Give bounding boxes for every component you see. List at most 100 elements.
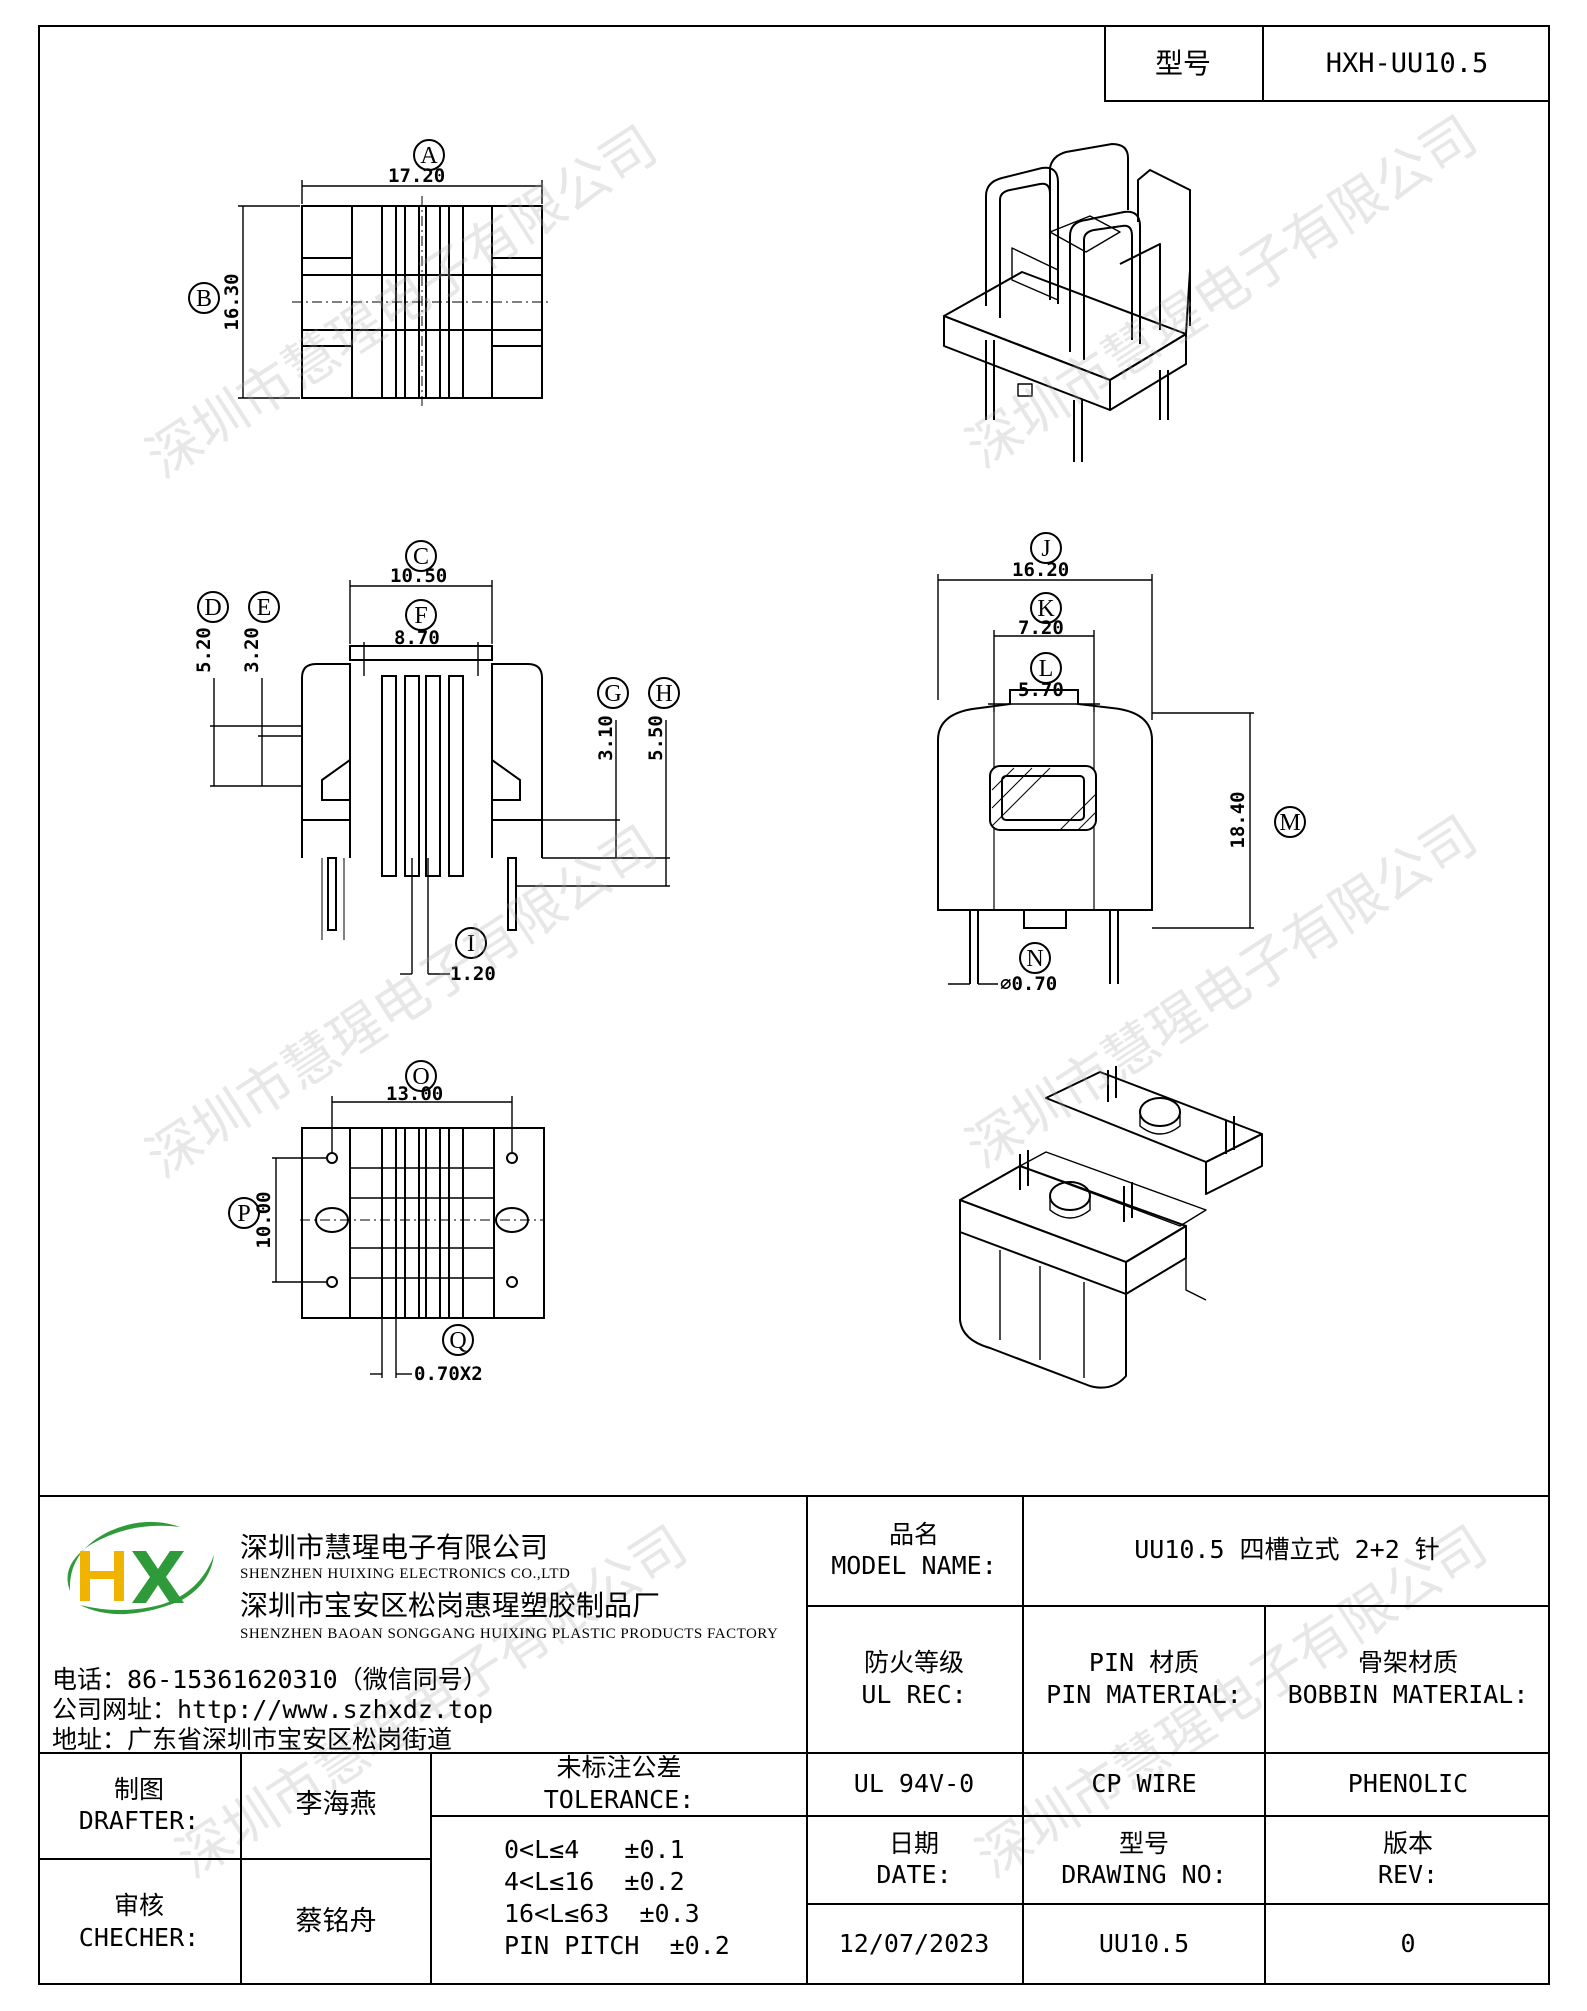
factory-name-en: SHENZHEN BAOAN SONGGANG HUIXING PLASTIC … <box>240 1626 779 1642</box>
company-phone: 电话：86-15361620310（微信同号） <box>52 1665 488 1694</box>
ul-rec-label-en: UL REC: <box>861 1679 967 1709</box>
bobbin-material-label-cn: 骨架材质 <box>1357 1648 1458 1678</box>
model-name-label-cn: 品名 <box>888 1519 939 1549</box>
dim-value-O: 13.00 <box>386 1083 443 1105</box>
dim-value-H: 5.50 <box>645 715 667 761</box>
pin-material-label: PIN 材质 PIN MATERIAL: <box>1024 1605 1264 1752</box>
dim-letter-E: E <box>257 595 272 621</box>
dim-value-J: 16.20 <box>1012 559 1069 581</box>
bottom-view <box>228 1060 545 1378</box>
rev-label-cn: 版本 <box>1382 1828 1433 1858</box>
company-website: 公司网址：http://www.szhxdz.top <box>52 1695 494 1724</box>
titleblock-row-line <box>38 1858 430 1860</box>
dim-value-A: 17.20 <box>388 165 445 187</box>
model-name-label: 品名 MODEL NAME: <box>806 1495 1022 1605</box>
dim-letter-N: N <box>1026 946 1043 972</box>
dim-letter-G: G <box>604 681 621 707</box>
checker-label-en: CHECHER: <box>78 1922 200 1952</box>
ul-rec-label-cn: 防火等级 <box>863 1648 964 1678</box>
model-name-value: UU10.5 四槽立式 2+2 针 <box>1134 1535 1440 1565</box>
ul-rec-value: UL 94V-0 <box>853 1768 975 1798</box>
dim-letter-O: O <box>412 1064 429 1090</box>
dim-letter-P: P <box>237 1201 250 1227</box>
front-view <box>197 540 680 975</box>
bobbin-material-label-en: BOBBIN MATERIAL: <box>1287 1679 1529 1709</box>
titleblock-col-line <box>240 1752 242 1985</box>
dim-letter-B: B <box>196 286 212 312</box>
dim-letter-H: H <box>655 681 672 707</box>
checker-value: 蔡铭舟 <box>295 1905 377 1937</box>
side-view <box>937 532 1306 985</box>
date-label-cn: 日期 <box>888 1828 939 1858</box>
dim-value-G: 3.10 <box>595 715 617 761</box>
dim-value-N: ⌀0.70 <box>1000 973 1057 995</box>
date-label-en: DATE: <box>876 1860 952 1889</box>
tolerance-line: 16<L≤63 ±0.3 <box>504 1899 700 1928</box>
dim-value-P: 10.00 <box>253 1191 275 1248</box>
drafter-label: 制图 DRAFTER: <box>38 1752 240 1858</box>
model-header-label: 型号 <box>1154 47 1211 80</box>
dim-letter-L: L <box>1039 656 1054 682</box>
tolerance-label: 未标注公差 TOLERANCE: <box>432 1752 806 1815</box>
dim-value-D: 5.20 <box>193 627 215 673</box>
dim-value-L: 5.70 <box>1018 679 1064 701</box>
dim-letter-D: D <box>204 595 221 621</box>
model-header-value: HXH-UU10.5 <box>1325 47 1489 79</box>
dim-letter-Q: Q <box>449 1328 466 1354</box>
drawing-frame <box>38 25 1550 1985</box>
dim-value-K: 7.20 <box>1018 617 1064 639</box>
dim-value-C: 10.50 <box>390 565 447 587</box>
titleblock-row-line <box>38 1752 1550 1754</box>
model-name-label-en: MODEL NAME: <box>831 1551 997 1580</box>
dim-letter-C: C <box>413 544 429 570</box>
drawing-no-label: 型号 DRAWING NO: <box>1024 1815 1264 1903</box>
isometric-view-top <box>943 143 1191 462</box>
rev-label: 版本 REV: <box>1266 1815 1550 1903</box>
titleblock-col-line <box>806 1495 808 1985</box>
titleblock-row-line <box>430 1815 1550 1817</box>
tolerance-table: 0<L≤4 ±0.1 4<L≤16 ±0.2 16<L≤63 ±0.3 PIN … <box>504 1834 730 1962</box>
titleblock-col-line <box>1264 1605 1266 1985</box>
dim-value-E: 3.20 <box>241 627 263 673</box>
tolerance-label-en: TOLERANCE: <box>543 1784 695 1814</box>
titleblock-col-line <box>430 1752 432 1985</box>
dim-value-B: 16.30 <box>221 273 243 330</box>
dim-value-F: 8.70 <box>394 627 440 649</box>
ul-rec-label: 防火等级 UL REC: <box>806 1605 1022 1752</box>
drawing-no-label-en: DRAWING NO: <box>1061 1860 1227 1889</box>
dim-letter-M: M <box>1279 810 1300 836</box>
isometric-view-bottom <box>959 1066 1263 1389</box>
dim-letter-K: K <box>1037 596 1055 622</box>
drafter-label-en: DRAFTER: <box>78 1806 200 1835</box>
company-name-en: SHENZHEN HUIXING ELECTRONICS CO.,LTD <box>240 1566 571 1582</box>
rev-label-en: REV: <box>1377 1860 1439 1889</box>
titleblock-row-line <box>806 1605 1550 1607</box>
checker-label: 审核 CHECHER: <box>38 1858 240 1985</box>
dim-value-M: 18.40 <box>1227 791 1249 848</box>
drafter-value: 李海燕 <box>295 1789 377 1821</box>
factory-name-cn: 深圳市宝安区松岗惠瑆塑胶制品厂 <box>240 1589 661 1622</box>
dim-letter-A: A <box>420 143 438 169</box>
rev-value: 0 <box>1400 1929 1416 1959</box>
checker-label-cn: 审核 <box>113 1891 164 1921</box>
model-header-divider <box>1262 25 1264 102</box>
pin-material-label-cn: PIN 材质 <box>1088 1648 1200 1678</box>
tolerance-line: 0<L≤4 ±0.1 <box>504 1835 685 1864</box>
bobbin-material-value: PHENOLIC <box>1347 1768 1469 1798</box>
tolerance-line: 4<L≤16 ±0.2 <box>504 1867 685 1896</box>
pin-material-label-en: PIN MATERIAL: <box>1046 1679 1242 1709</box>
dim-value-I: 1.20 <box>450 963 496 985</box>
bobbin-material-label: 骨架材质 BOBBIN MATERIAL: <box>1266 1605 1550 1752</box>
dim-letter-F: F <box>414 603 427 629</box>
date-value: 12/07/2023 <box>838 1929 990 1959</box>
company-logo-icon <box>67 1521 214 1615</box>
company-name-cn: 深圳市慧瑆电子有限公司 <box>240 1531 549 1564</box>
dim-letter-I: I <box>467 931 475 957</box>
tolerance-line: PIN PITCH ±0.2 <box>504 1931 730 1960</box>
model-header-box <box>1104 25 1550 102</box>
tolerance-label-cn: 未标注公差 <box>556 1753 682 1783</box>
titleblock-col-line <box>1022 1495 1024 1985</box>
pin-material-value: CP WIRE <box>1091 1768 1197 1798</box>
titleblock-row-line <box>806 1903 1550 1905</box>
date-label: 日期 DATE: <box>806 1815 1022 1903</box>
